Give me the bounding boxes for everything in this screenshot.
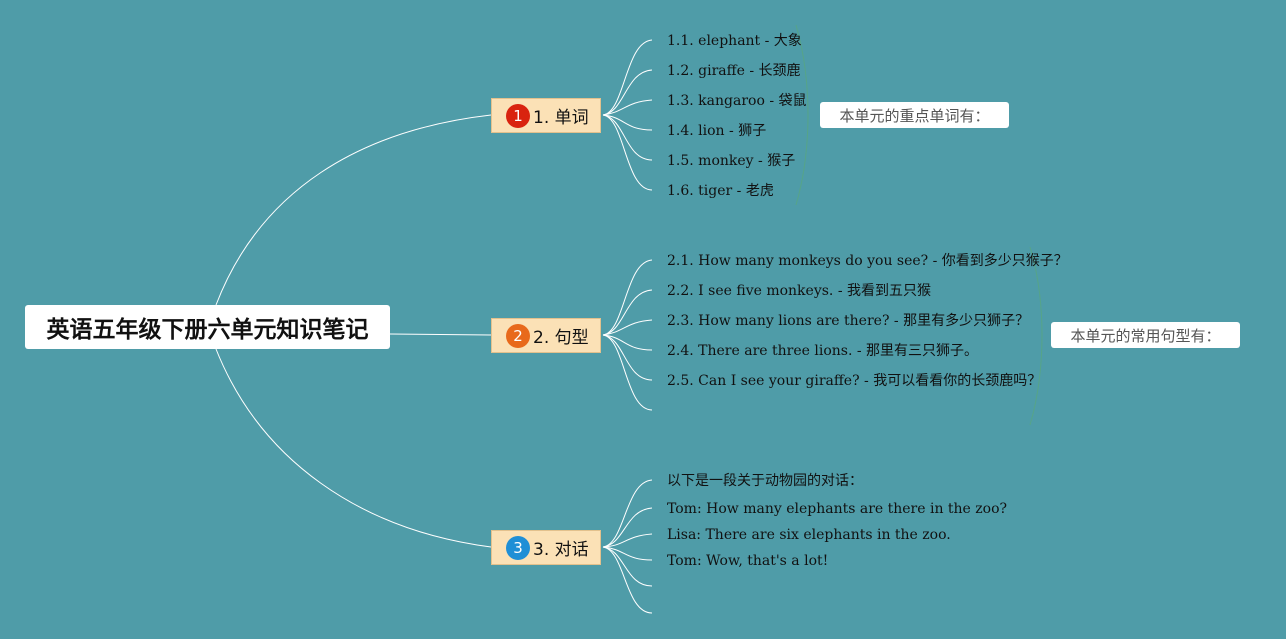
summary-text: 本单元的常用句型有： [1070,326,1221,345]
leaf-topic[interactable]: 1.1. elephant - 大象 [667,33,802,49]
leaf-topic[interactable]: 1.4. lion - 狮子 [667,123,767,139]
leaf-topic[interactable]: 2.2. I see five monkeys. - 我看到五只猴 [667,283,931,299]
leaf-topic[interactable]: 1.6. tiger - 老虎 [667,183,774,199]
leaf-topic[interactable]: Tom: Wow, that's a lot! [667,553,829,569]
priority-3-icon: 3 [506,535,530,560]
leaf-topic[interactable]: Lisa: There are six elephants in the zoo… [667,527,951,543]
branch-vocabulary[interactable]: 1 1. 单词 [491,98,601,133]
leaf-topic[interactable]: 2.4. There are three lions. - 那里有三只狮子。 [667,343,979,359]
root-title: 英语五年级下册六单元知识笔记 [46,317,369,343]
leaf-topic[interactable]: 2.5. Can I see your giraffe? - 我可以看看你的长颈… [667,373,1042,389]
leaf-topic[interactable]: 2.1. How many monkeys do you see? - 你看到多… [667,253,1068,269]
priority-2-icon: 2 [506,323,530,348]
leaf-topic[interactable]: 以下是一段关于动物园的对话： [667,473,863,489]
branch-label: 3. 对话 [533,540,589,560]
branch-label: 2. 句型 [533,328,589,348]
leaf-topic[interactable]: 2.3. How many lions are there? - 那里有多少只狮… [667,313,1030,329]
branch-sentence-patterns[interactable]: 2 2. 句型 [491,318,601,353]
branch-label: 1. 单词 [533,108,589,128]
branch-dialogue[interactable]: 3 3. 对话 [491,530,601,565]
root-topic[interactable]: 英语五年级下册六单元知识笔记 [25,305,390,349]
summary-note[interactable]: 本单元的常用句型有： [1051,322,1240,348]
summary-text: 本单元的重点单词有： [839,106,990,125]
leaf-topic[interactable]: 1.3. kangaroo - 袋鼠 [667,93,807,109]
leaf-topic[interactable]: 1.2. giraffe - 长颈鹿 [667,63,801,79]
leaf-topic[interactable]: Tom: How many elephants are there in the… [667,501,1008,517]
priority-1-icon: 1 [506,103,530,128]
summary-note[interactable]: 本单元的重点单词有： [820,102,1009,128]
leaf-topic[interactable]: 1.5. monkey - 猴子 [667,153,796,169]
